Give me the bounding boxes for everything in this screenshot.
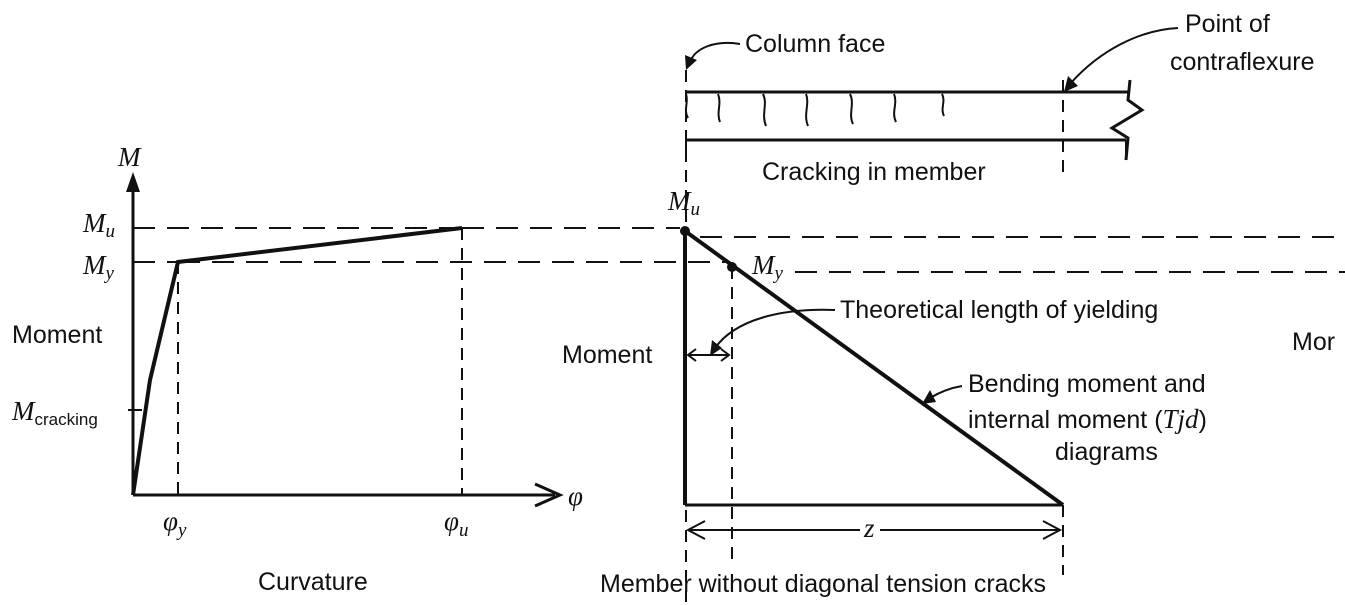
- yield-length-arrowhead: [710, 340, 722, 356]
- z-dim-left-arrowhead: [685, 520, 706, 540]
- phi-y-label: φy: [163, 506, 187, 541]
- y-axis-arrowhead: [126, 172, 140, 192]
- yield-length-arrow: [714, 308, 836, 349]
- moment-curvature-diagram: M Mu My Moment Mcracking φ φy φu Curvatu…: [11, 142, 583, 596]
- y-axis-symbol: M: [117, 142, 142, 172]
- crack-mark: [893, 93, 897, 123]
- moment-label-right: Moment: [562, 341, 652, 369]
- crack-marks: [684, 93, 945, 127]
- m-u-label-right: Mu: [667, 186, 700, 220]
- m-u-label: Mu: [82, 208, 115, 242]
- phi-u-label: φu: [444, 506, 468, 541]
- yield-dim-left-arrowhead: [686, 348, 697, 362]
- m-u-point: [680, 226, 690, 236]
- member-break-symbol: [1109, 79, 1145, 161]
- moment-diagram-slope: [683, 229, 1065, 507]
- contraflexure-arrowhead: [1064, 76, 1078, 92]
- contraflexure-arrow: [1069, 27, 1179, 85]
- crack-mark: [805, 93, 809, 127]
- column-face-arrowhead: [685, 55, 697, 70]
- bending-label-line1: Bending moment and: [968, 370, 1206, 398]
- member-caption: Member without diagonal tension cracks: [600, 570, 1046, 598]
- contraflexure-label-line1: Point of: [1185, 10, 1270, 38]
- crack-mark: [762, 93, 767, 127]
- m-y-label-right: My: [751, 250, 784, 284]
- x-axis-arrowhead: [534, 482, 564, 508]
- contraflexure-label-line2: contraflexure: [1170, 48, 1315, 76]
- crack-mark: [717, 93, 721, 123]
- column-face-arrow: [689, 42, 741, 63]
- bending-label-line3: diagrams: [1055, 438, 1158, 466]
- m-y-label: My: [82, 250, 115, 284]
- cracking-label: Cracking in member: [762, 158, 986, 186]
- bending-arrow: [929, 385, 963, 399]
- z-dim-right-arrowhead: [1042, 520, 1063, 540]
- yield-dim-right-arrowhead: [720, 348, 731, 362]
- column-face-label: Column face: [745, 30, 885, 58]
- bending-arrowhead: [922, 390, 936, 404]
- moment-curvature-curve: [131, 226, 463, 496]
- crack-mark: [849, 93, 854, 125]
- x-axis-symbol: φ: [568, 481, 583, 511]
- curvature-label: Curvature: [258, 568, 368, 596]
- crack-mark: [684, 93, 689, 119]
- z-label: z: [863, 513, 875, 543]
- bending-label-line2: internal moment (Tjd): [968, 404, 1207, 434]
- truncated-moment-label: Mor: [1292, 328, 1335, 356]
- moment-axis-label: Moment: [12, 321, 102, 349]
- z-label-background: [860, 518, 880, 540]
- m-cracking-label: Mcracking: [11, 396, 98, 429]
- yield-length-label: Theoretical length of yielding: [840, 296, 1158, 324]
- bending-moment-diagram: Mu My Theoretical length of yielding Mom…: [178, 186, 1345, 598]
- crack-mark: [941, 93, 945, 117]
